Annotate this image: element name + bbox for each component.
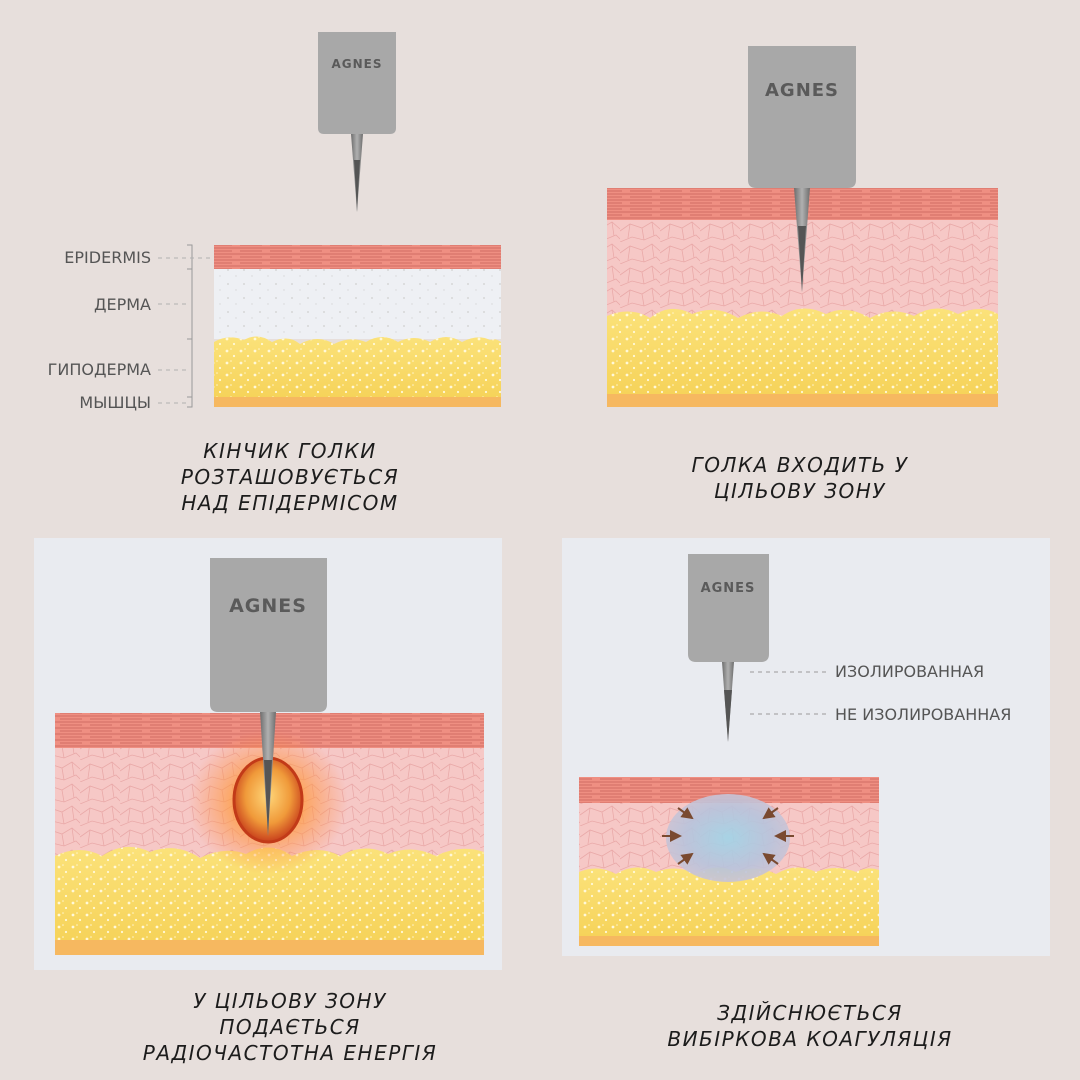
caption-line: ЗДІЙСНЮЄТЬСЯ bbox=[717, 1001, 903, 1025]
label-muscle: МЫШЦЫ bbox=[79, 393, 151, 412]
label-non-insulated: НЕ ИЗОЛИРОВАННАЯ bbox=[835, 705, 1012, 724]
brand-logo: AGNES bbox=[765, 80, 839, 101]
label-epidermis: EPIDERMIS bbox=[64, 248, 151, 267]
needle-leader-lines bbox=[750, 671, 828, 715]
compression-arrows bbox=[662, 807, 794, 865]
caption-step-4: ЗДІЙСНЮЄТЬСЯ ВИБІРКОВА КОАГУЛЯЦІЯ bbox=[640, 1000, 980, 1052]
caption-line: ГОЛКА ВХОДИТЬ У bbox=[691, 453, 909, 477]
label-insulated: ИЗОЛИРОВАННАЯ bbox=[835, 662, 985, 681]
panel1-illustration: AGNES bbox=[158, 32, 501, 408]
label-hypoderm: ГИПОДЕРМА bbox=[47, 360, 151, 379]
brand-logo: AGNES bbox=[229, 595, 307, 617]
brand-logo: AGNES bbox=[701, 581, 756, 596]
coagulation-zone bbox=[662, 794, 794, 882]
caption-line: РОЗТАШОВУЄТЬСЯ bbox=[180, 465, 400, 489]
caption-line: КІНЧИК ГОЛКИ bbox=[203, 439, 377, 463]
layer-leader-lines bbox=[158, 257, 210, 404]
skin-layers bbox=[607, 188, 998, 407]
panel2-illustration: AGNES bbox=[607, 46, 998, 407]
panel-needle-enters-target-zone: AGNES ГОЛКА ВХОДИТЬ У ЦІЛЬОВУ ЗОНУ bbox=[540, 0, 1080, 540]
caption-line: ЦІЛЬОВУ ЗОНУ bbox=[714, 479, 886, 503]
label-derma: ДЕРМА bbox=[93, 295, 151, 314]
agnes-handpiece: AGNES bbox=[210, 558, 327, 836]
caption-step-1: КІНЧИК ГОЛКИ РОЗТАШОВУЄТЬСЯ НАД ЕПІДЕРМІ… bbox=[150, 438, 430, 516]
caption-line: У ЦІЛЬОВУ ЗОНУ bbox=[193, 989, 387, 1013]
brand-logo: AGNES bbox=[331, 57, 382, 71]
panel-needle-above-epidermis: AGNES EPIDERMIS ДЕРМА ГИПОДЕРМА МЫШЦЫ КІ… bbox=[0, 0, 540, 540]
caption-step-3: У ЦІЛЬОВУ ЗОНУ ПОДАЄТЬСЯ РАДІОЧАСТОТНА Е… bbox=[120, 988, 460, 1066]
caption-line: ПОДАЄТЬСЯ bbox=[219, 1015, 361, 1039]
panel4-illustration: AGNES bbox=[579, 554, 879, 946]
panel-rf-energy-delivered: AGNES У ЦІЛЬОВУ ЗОНУ ПОДАЄТЬСЯ РАДІОЧАСТ… bbox=[0, 538, 540, 1080]
agnes-handpiece: AGNES bbox=[748, 46, 856, 292]
caption-line: РАДІОЧАСТОТНА ЕНЕРГІЯ bbox=[142, 1041, 438, 1065]
caption-line: ВИБІРКОВА КОАГУЛЯЦІЯ bbox=[667, 1027, 953, 1051]
skin-layers bbox=[214, 245, 501, 407]
panel-selective-coagulation: AGNES ИЗОЛИРОВАННАЯ bbox=[540, 538, 1080, 1080]
panel3-illustration: AGNES bbox=[55, 558, 484, 955]
caption-line: НАД ЕПІДЕРМІСОМ bbox=[181, 491, 399, 515]
caption-step-2: ГОЛКА ВХОДИТЬ У ЦІЛЬОВУ ЗОНУ bbox=[650, 452, 950, 504]
agnes-handpiece: AGNES bbox=[688, 554, 769, 742]
agnes-handpiece: AGNES bbox=[318, 32, 396, 212]
